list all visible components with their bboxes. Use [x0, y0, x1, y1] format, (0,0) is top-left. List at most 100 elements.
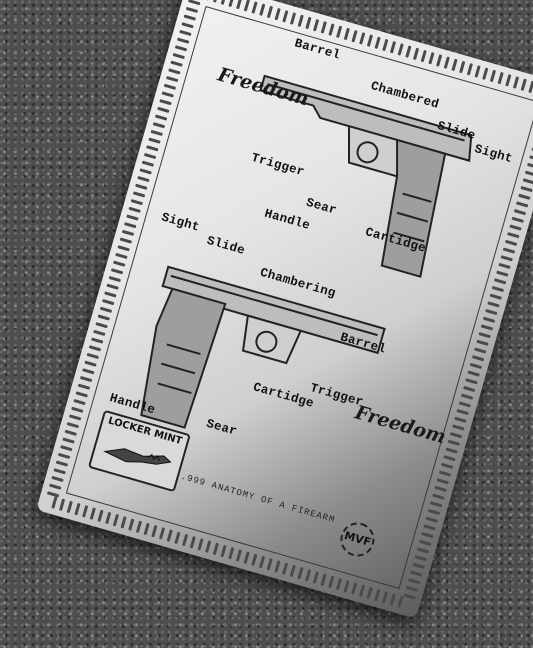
- tick-mark: [467, 370, 480, 377]
- tick-mark: [259, 3, 266, 16]
- tick-mark: [382, 38, 389, 52]
- tick-mark: [161, 91, 174, 98]
- tick-mark: [117, 245, 130, 252]
- tick-mark: [139, 168, 152, 175]
- tick-mark: [62, 437, 75, 444]
- tick-mark: [412, 47, 420, 61]
- tick-mark: [449, 432, 463, 439]
- tick-mark: [418, 539, 432, 546]
- tick-mark: [179, 29, 192, 37]
- tick-mark: [220, 0, 227, 5]
- tick-mark: [68, 414, 82, 421]
- tick-mark: [502, 247, 516, 254]
- tick-mark: [90, 337, 104, 344]
- tick-mark: [112, 514, 119, 527]
- tick-mark: [405, 585, 419, 593]
- tick-mark: [197, 538, 204, 551]
- tick-mark: [505, 74, 512, 87]
- tick-mark: [170, 60, 183, 67]
- tick-mark: [165, 76, 179, 83]
- tick-mark: [374, 588, 381, 602]
- tick-mark: [425, 516, 438, 523]
- tick-mark: [213, 0, 220, 3]
- tick-mark: [137, 175, 150, 183]
- tick-mark: [281, 562, 289, 575]
- tick-mark: [297, 14, 304, 27]
- tick-mark: [124, 222, 137, 229]
- tick-mark: [143, 152, 157, 160]
- tick-mark: [456, 408, 469, 416]
- tick-mark: [51, 496, 58, 509]
- tick-mark: [527, 162, 533, 170]
- tick-mark: [130, 199, 144, 206]
- tick-mark: [168, 68, 181, 75]
- tick-mark: [154, 114, 168, 121]
- tick-mark: [320, 21, 327, 34]
- tick-mark: [497, 71, 504, 85]
- tick-mark: [312, 571, 319, 584]
- tick-mark: [496, 270, 509, 277]
- tick-mark: [389, 41, 397, 54]
- tick-mark: [351, 582, 358, 595]
- tick-mark: [358, 584, 366, 597]
- tick-mark: [445, 447, 458, 454]
- tick-mark: [77, 383, 91, 390]
- tick-mark: [88, 345, 102, 352]
- tick-mark: [366, 586, 373, 600]
- tick-mark: [97, 509, 104, 522]
- tick-mark: [53, 468, 66, 475]
- tick-mark: [397, 43, 404, 56]
- tick-mark: [518, 193, 531, 200]
- tick-mark: [135, 520, 143, 533]
- tick-mark: [381, 591, 389, 604]
- tick-mark: [82, 368, 95, 375]
- tick-mark: [493, 278, 507, 285]
- tick-mark: [434, 485, 447, 493]
- tick-mark: [220, 544, 227, 558]
- tick-mark: [403, 593, 416, 600]
- tick-mark: [335, 577, 342, 591]
- tick-mark: [504, 239, 518, 246]
- tick-mark: [489, 69, 497, 83]
- tick-mark: [113, 260, 126, 267]
- tick-mark: [498, 262, 511, 270]
- tick-mark: [482, 67, 489, 80]
- tick-mark: [500, 255, 513, 262]
- tick-mark: [438, 470, 452, 477]
- tick-mark: [148, 137, 161, 144]
- tick-mark: [82, 505, 89, 518]
- tick-mark: [305, 16, 312, 30]
- tick-mark: [74, 502, 81, 516]
- tick-mark: [212, 542, 219, 556]
- tick-mark: [529, 155, 533, 162]
- tick-mark: [183, 14, 196, 21]
- tick-mark: [469, 362, 483, 370]
- tick-mark: [188, 0, 201, 6]
- tick-mark: [158, 527, 166, 540]
- tick-mark: [423, 524, 436, 531]
- tick-mark: [452, 424, 465, 431]
- tick-mark: [166, 529, 173, 542]
- tick-mark: [428, 52, 435, 65]
- tick-mark: [366, 34, 374, 47]
- bottom-pistol-diagram: [140, 265, 386, 429]
- tick-mark: [110, 268, 124, 275]
- tick-mark: [520, 185, 533, 193]
- tick-mark: [305, 569, 312, 582]
- tick-mark: [512, 76, 520, 89]
- tick-mark: [328, 575, 335, 589]
- tick-mark: [274, 560, 281, 573]
- tick-mark: [412, 562, 425, 569]
- tick-mark: [135, 183, 148, 190]
- tick-mark: [79, 375, 93, 383]
- tick-mark: [489, 293, 502, 300]
- tick-mark: [436, 478, 449, 485]
- tick-mark: [282, 10, 289, 23]
- tick-mark: [513, 209, 527, 216]
- tick-mark: [121, 229, 135, 237]
- tick-mark: [343, 580, 350, 593]
- tick-mark: [235, 549, 243, 562]
- tick-mark: [487, 301, 500, 308]
- tick-mark: [482, 316, 496, 323]
- tick-mark: [507, 232, 520, 239]
